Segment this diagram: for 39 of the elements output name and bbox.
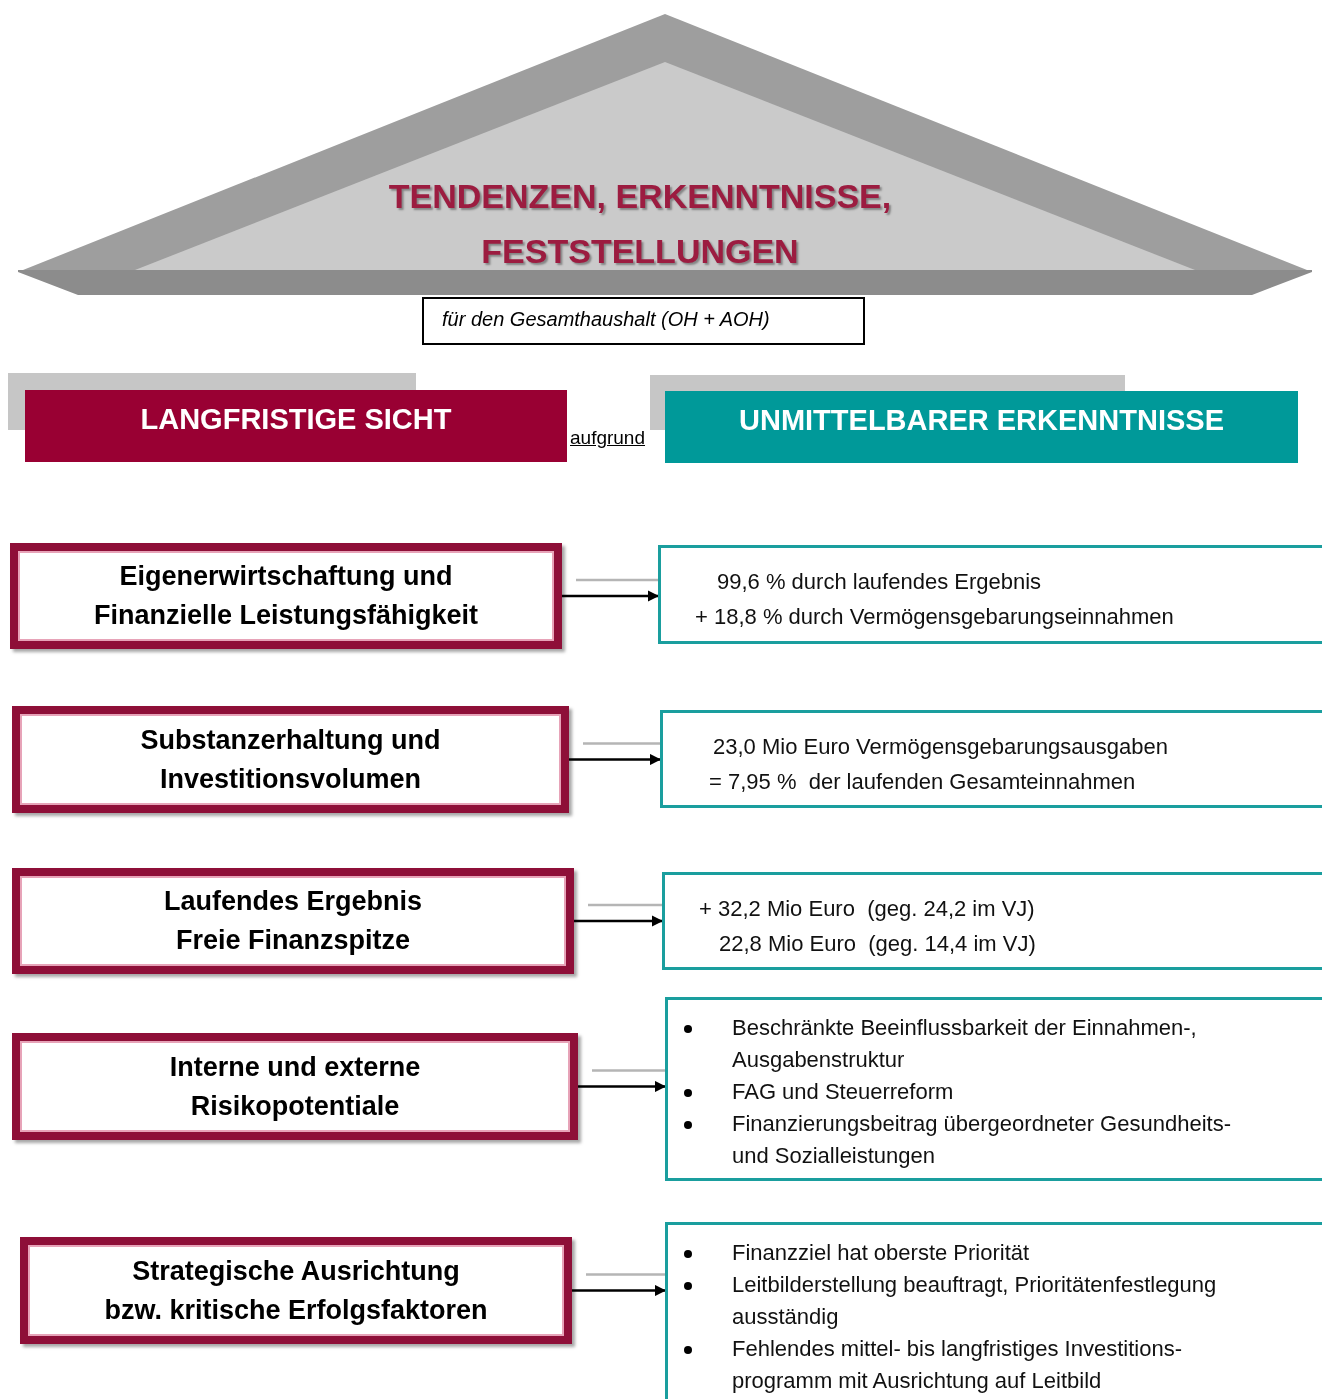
topic-text: Substanzerhaltung und Investitionsvolumen [139, 723, 442, 796]
topic-text: Laufendes Ergebnis [163, 885, 423, 918]
bullet-item: Beschränkte Beeinflussbarkeit der Einnahmen-, Ausgabenstruktur [668, 1012, 1242, 1076]
header-box: UNMITTELBARER ERKENNTNISSE [665, 391, 1298, 463]
arrow [572, 1284, 667, 1297]
arrow [569, 753, 662, 766]
finding-text: 99,6 % durch laufendes Ergebnis [716, 568, 1043, 596]
topic-text: Eigenerwirtschaftung und Finanzielle Leistungsfähigkeit [92, 560, 480, 632]
finding-box [662, 872, 1322, 970]
finding-box [658, 545, 1322, 644]
topic-box [10, 543, 562, 649]
connector-word: aufgrund [570, 427, 645, 449]
finding-text: 23,0 Mio Euro Vermögensgebarungsausgaben [712, 733, 1169, 761]
bullet-item: Fehlendes mittel- bis langfristiges Investitions- programm mit Ausrichtung auf Leitbild [668, 1333, 1242, 1397]
topic-box [20, 1237, 572, 1344]
finding-box [665, 1222, 1322, 1399]
finding-box [660, 710, 1322, 808]
topic-text: Interne und externe Risikopotentiale [168, 1050, 422, 1123]
arrow [574, 915, 664, 927]
bullet-item: FAG und Steuerreform [668, 1076, 1242, 1108]
bullet-item: Finanzierungsbeitrag übergeordneter Gesundheits- und Sozialleistungen [668, 1108, 1242, 1172]
finding-text: = 7,95 % der laufenden Gesamteinnahmen [708, 768, 1137, 796]
arrow [578, 1080, 667, 1093]
roof-title: TENDENZEN, ERKENNTNISSE, FESTSTELLUNGEN [387, 176, 893, 272]
finding-text: + 32,2 Mio Euro (geg. 24,2 im VJ) [698, 895, 1036, 923]
header-box: LANGFRISTIGE SICHT [25, 390, 567, 462]
arrow [562, 590, 660, 602]
topic-text: Freie Finanzspitze [175, 924, 411, 957]
note-box: für den Gesamthaushalt (OH + AOH) [422, 297, 865, 345]
topic-box [12, 706, 569, 813]
bullet-item: Leitbilderstellung beauftragt, Prioritätenfestlegung ausständig [668, 1269, 1242, 1333]
finding-box [665, 997, 1322, 1181]
topic-text: Strategische Ausrichtung bzw. kritische Erfolgsfaktoren [103, 1254, 489, 1327]
topic-box [12, 868, 574, 974]
roof-shape [18, 14, 1312, 295]
finding-text: 22,8 Mio Euro (geg. 14,4 im VJ) [718, 930, 1037, 958]
topic-box [12, 1033, 578, 1140]
finding-text: + 18,8 % durch Vermögensgebarungseinnahmen [694, 603, 1175, 631]
bullet-item: Finanzziel hat oberste Priorität [668, 1237, 1242, 1269]
